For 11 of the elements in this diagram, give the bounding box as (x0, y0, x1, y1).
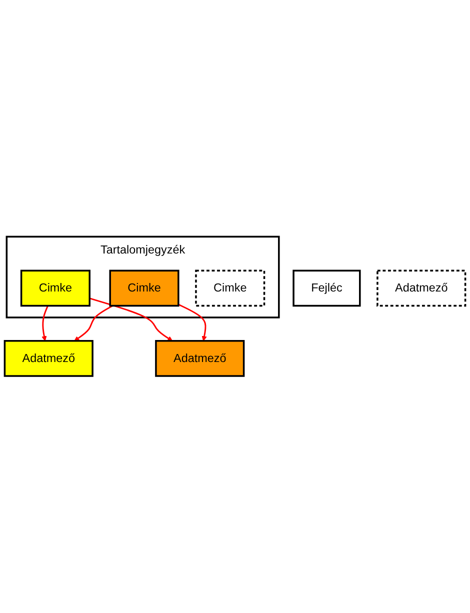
node-box: Cimke (20, 270, 90, 307)
arrow (89, 298, 173, 342)
node-box: Cimke (109, 270, 180, 307)
arrow (178, 304, 207, 342)
node-box: Adatmező (4, 340, 94, 378)
arrow (42, 306, 49, 342)
arrow (74, 305, 113, 342)
node-box: Cimke (195, 270, 266, 307)
node-box: Adatmező (155, 340, 245, 378)
node-box: Adatmező (376, 270, 466, 307)
node-box: Fejléc (292, 270, 361, 307)
